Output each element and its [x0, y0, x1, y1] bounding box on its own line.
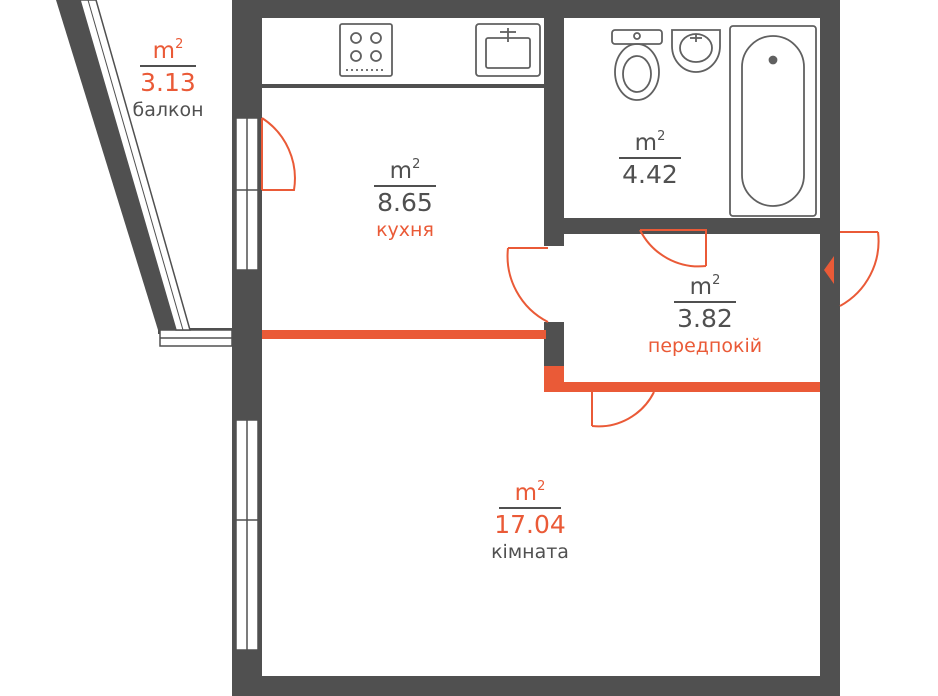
entrance-marker: [824, 256, 834, 284]
fraction-rule: [499, 507, 561, 509]
unit-base: m: [689, 274, 713, 300]
fraction-rule: [674, 301, 736, 303]
windows: [159, 117, 259, 651]
kitchen-label: m2 8.65 кухня: [340, 157, 470, 241]
unit-exponent: 2: [657, 129, 666, 144]
hallway-label: m2 3.82 передпокій: [620, 273, 790, 357]
kitchen-sink-icon: [475, 23, 541, 77]
bathtub-icon: [729, 25, 817, 217]
kitchen-name: кухня: [376, 219, 434, 241]
balcony-name: балкон: [132, 99, 204, 121]
bath-bottom-wall: [564, 218, 820, 234]
door-kitchen: [506, 247, 549, 323]
hallway-name: передпокій: [647, 335, 763, 357]
unit-base: m: [152, 38, 176, 64]
balcony-area: 3.13: [140, 68, 196, 97]
door-entrance: [839, 231, 880, 307]
accent-walls: [262, 330, 820, 392]
fraction-rule: [619, 157, 681, 159]
washbasin-icon: [671, 29, 721, 73]
room-area: 17.04: [494, 510, 566, 539]
kitchen-area: 8.65: [377, 188, 433, 217]
hall-room-partition: [544, 382, 820, 392]
kitchen-bath-wall: [544, 18, 564, 244]
kitchen-counter-line: [262, 84, 544, 88]
door-bathroom: [639, 229, 707, 268]
top-wall: [232, 0, 840, 18]
unit-exponent: 2: [412, 157, 421, 172]
right-wall: [820, 0, 840, 696]
unit-exponent: 2: [537, 479, 546, 494]
balcony-label: m2 3.13 балкон: [118, 37, 218, 121]
bathroom-label: m2 4.42: [590, 129, 710, 189]
unit-base: m: [514, 480, 538, 506]
unit-base: m: [634, 130, 658, 156]
room-name: кімната: [491, 541, 569, 563]
room-label: m2 17.04 кімната: [460, 479, 600, 563]
unit-exponent: 2: [175, 37, 184, 52]
unit-exponent: 2: [712, 273, 721, 288]
hall-left-wall-upper: [544, 232, 564, 246]
doors: [261, 117, 880, 428]
kitchen-room-partition: [262, 330, 546, 339]
bottom-wall: [232, 676, 840, 696]
fraction-rule: [140, 65, 196, 67]
door-room: [591, 391, 655, 428]
bathroom-area: 4.42: [622, 160, 678, 189]
toilet-icon: [611, 29, 663, 101]
hallway-area: 3.82: [677, 304, 733, 333]
balcony-outer-wall: [56, 0, 176, 330]
door-balcony: [261, 117, 296, 191]
stove-icon: [339, 23, 393, 77]
fraction-rule: [374, 185, 436, 187]
unit-base: m: [389, 158, 413, 184]
